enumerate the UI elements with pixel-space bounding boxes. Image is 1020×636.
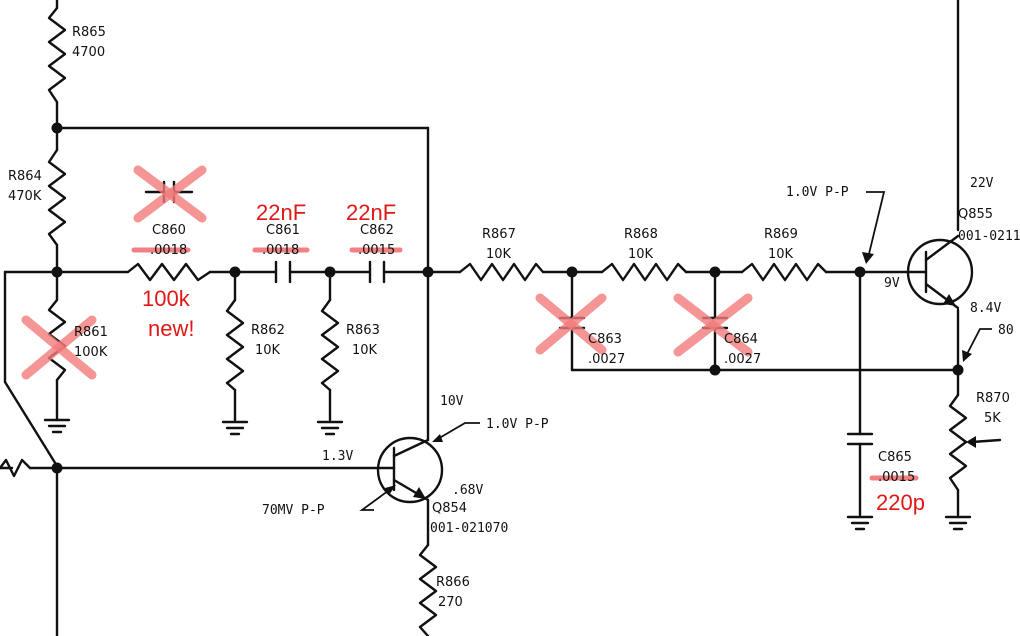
r868-symbol — [600, 262, 688, 282]
c860-removed-x — [133, 165, 207, 223]
wires — [0, 0, 964, 636]
c864-removed-x — [673, 293, 753, 357]
emitter-signal-cut: 80 — [998, 323, 1014, 338]
r860-new-note: new! — [148, 316, 194, 341]
r870-ref: R870 — [976, 391, 1010, 406]
c865-value: .0015 — [878, 470, 915, 485]
c864-value: .0027 — [724, 352, 761, 367]
capacitors — [144, 180, 874, 446]
c862-value: .0015 — [358, 243, 395, 258]
ground-c865 — [846, 515, 874, 531]
r868-value: 10K — [628, 247, 654, 262]
ground-symbols — [43, 410, 972, 531]
q855-part: 001-0211 — [958, 229, 1020, 244]
r863-symbol — [320, 298, 340, 392]
c861-value: .0018 — [262, 243, 299, 258]
ground-r870 — [944, 515, 972, 531]
q854-collector-voltage: 10V — [440, 394, 464, 409]
r860-new-symbol — [126, 262, 212, 282]
voltage-labels: 22V 10V 1.3V .68V 9V 8.4V 1.0V P-P 1.0V … — [262, 176, 1014, 518]
q854-collector-signal: 1.0V P-P — [486, 417, 549, 432]
r865-ref: R865 — [72, 25, 106, 40]
r867-ref: R867 — [482, 227, 516, 242]
r868-ref: R868 — [624, 227, 658, 242]
r863-ref: R863 — [346, 323, 380, 338]
transistor-q855 — [906, 234, 974, 310]
c863-removed-x — [535, 293, 607, 355]
q855-collector-voltage: 22V — [970, 176, 994, 191]
removal-marks — [21, 165, 753, 380]
ground-r861 — [43, 410, 71, 434]
c862-ref: C862 — [360, 223, 394, 238]
r870-symbol — [948, 393, 968, 492]
value-highlights — [131, 247, 919, 481]
r861-ref: R861 — [74, 325, 108, 340]
q855-base-voltage: 9V — [884, 276, 900, 291]
r860-new-value-note: 100k — [142, 286, 191, 311]
c862-new-value-note: 22nF — [346, 200, 396, 225]
q854-base-voltage: 1.3V — [322, 449, 353, 464]
r867-symbol — [458, 262, 545, 282]
junction-dots — [51, 122, 964, 474]
input-resistor-symbol — [0, 458, 32, 478]
r869-ref: R869 — [764, 227, 798, 242]
modification-notes: 100k new! 22nF 22nF 220p — [142, 200, 925, 515]
c863-ref: C863 — [588, 332, 622, 347]
r866-ref: R866 — [436, 575, 470, 590]
component-labels: R865 4700 R864 470K R861 100K C860 .0018… — [8, 25, 1020, 610]
q854-part: 001-021070 — [430, 521, 508, 536]
c863-value: .0027 — [588, 352, 625, 367]
c864-ref: C864 — [724, 332, 758, 347]
c861-new-value-note: 22nF — [256, 200, 306, 225]
r862-value: 10K — [255, 343, 281, 358]
ground-r863 — [316, 420, 344, 436]
r864-value: 470K — [8, 189, 42, 204]
c865-new-value-note: 220p — [876, 490, 925, 515]
r862-ref: R862 — [251, 323, 285, 338]
q855-ref: Q855 — [958, 207, 993, 222]
q855-emitter-voltage: 8.4V — [970, 301, 1001, 316]
r865-symbol — [47, 6, 67, 104]
r864-symbol — [47, 148, 67, 247]
pointer-arrows — [359, 191, 992, 511]
r861-value: 100K — [74, 345, 108, 360]
transistor-q854 — [376, 436, 444, 504]
r869-value: 10K — [768, 247, 794, 262]
r864-ref: R864 — [8, 169, 42, 184]
q854-base-signal: 70MV P-P — [262, 503, 325, 518]
resistors — [0, 6, 1002, 636]
c860-value: .0018 — [150, 243, 187, 258]
r865-value: 4700 — [72, 45, 105, 60]
q854-ref: Q854 — [432, 501, 467, 516]
r870-value: 5K — [984, 411, 1001, 426]
r869-symbol — [740, 262, 828, 282]
r866-symbol — [418, 543, 438, 636]
r866-value: 270 — [438, 595, 463, 610]
r861-removed-x — [21, 315, 97, 380]
ground-r862 — [221, 420, 249, 436]
c861-ref: C861 — [266, 223, 300, 238]
r867-value: 10K — [486, 247, 512, 262]
c865-ref: C865 — [878, 450, 912, 465]
q855-base-signal: 1.0V P-P — [786, 185, 849, 200]
r863-value: 10K — [352, 343, 378, 358]
r862-symbol — [225, 298, 245, 392]
q854-emitter-voltage: .68V — [452, 483, 483, 498]
c860-ref: C860 — [152, 223, 186, 238]
